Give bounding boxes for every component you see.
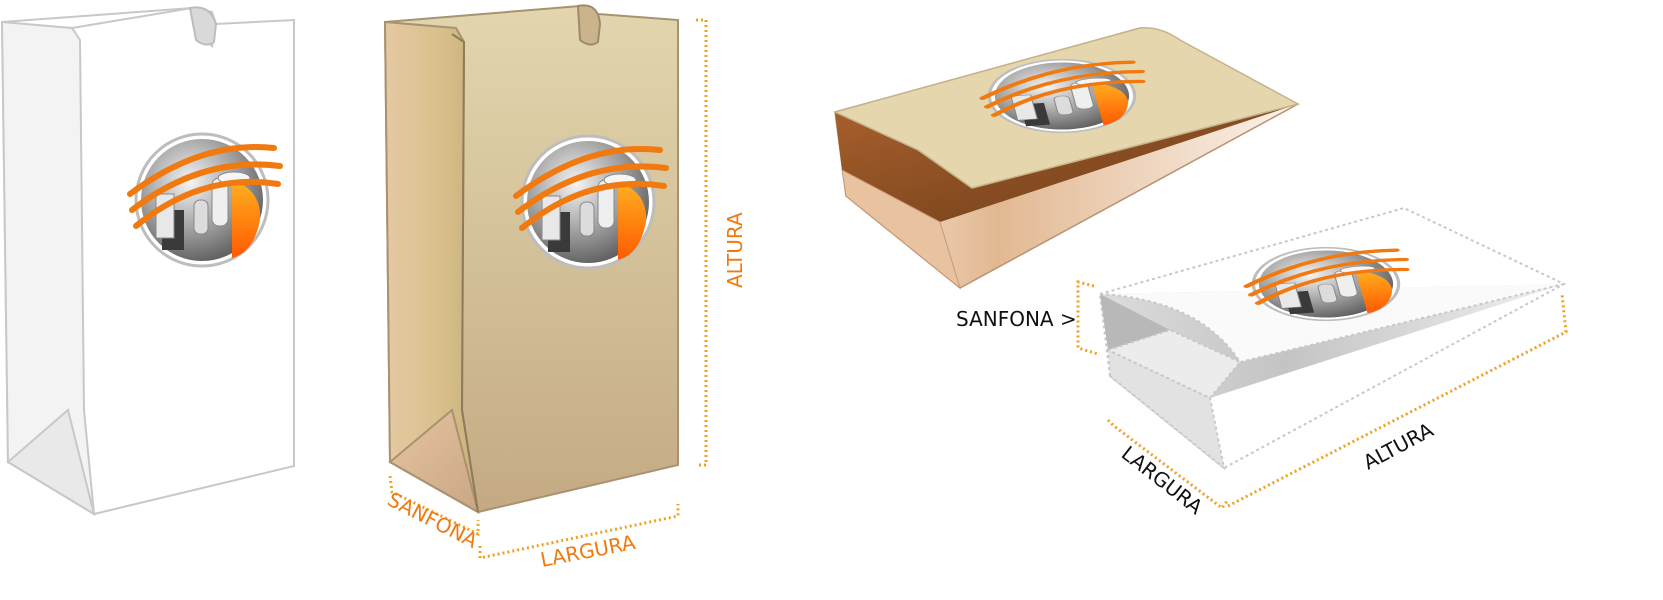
kraft-flat-bag (832, 27, 1301, 290)
upright-width-label: LARGURA (538, 530, 637, 572)
flat-gusset-label: SANFONA > (956, 307, 1077, 331)
white-upright-bag (0, 6, 295, 517)
upright-width-dimension (478, 504, 680, 560)
flat-height-label: ALTURA (1359, 418, 1437, 475)
flat-width-label: LARGURA (1117, 441, 1208, 519)
upright-height-dimension (696, 18, 708, 467)
flat-height-dimension (1227, 293, 1568, 508)
flat-gusset-dimension (1076, 280, 1099, 356)
kraft-upright-bag (383, 4, 679, 515)
white-flat-bag (1098, 206, 1567, 471)
upright-height-label: ALTURA (723, 212, 747, 288)
flat-width-dimension (1106, 418, 1230, 511)
